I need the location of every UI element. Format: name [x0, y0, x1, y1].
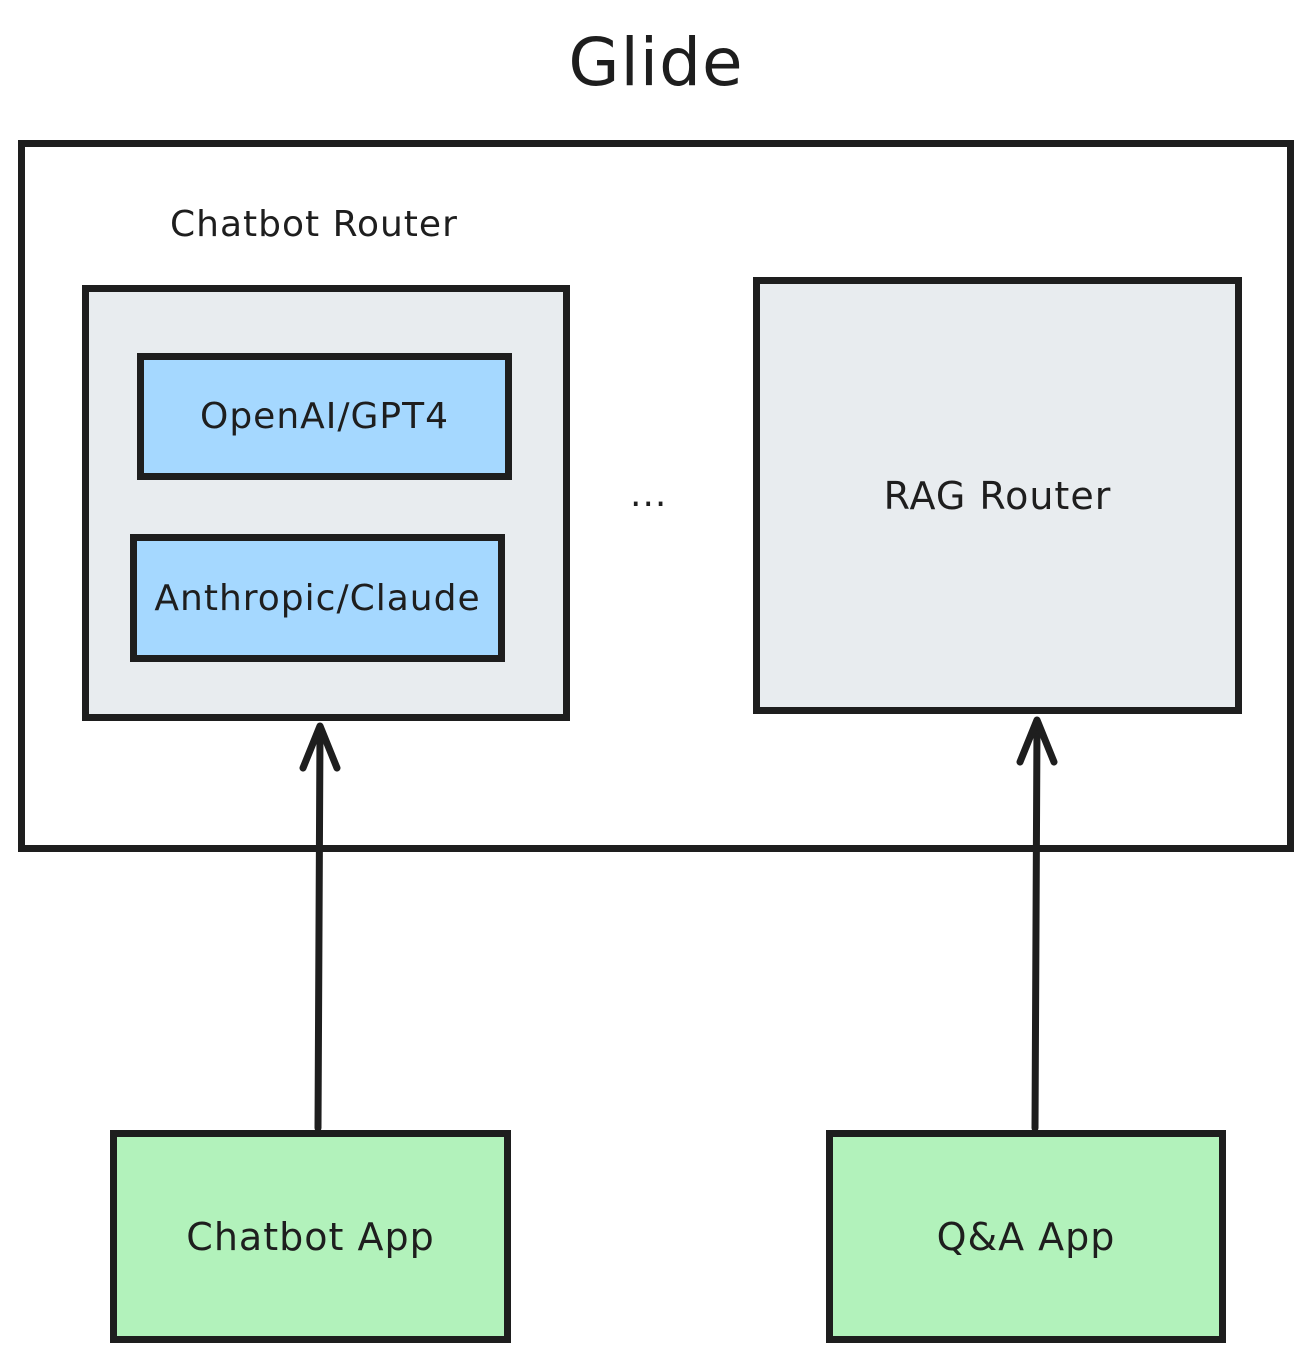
provider-openai-label: OpenAI/GPT4	[199, 396, 450, 437]
chatbot-app-box: Chatbot App	[110, 1130, 511, 1343]
diagram-title: Glide	[568, 24, 744, 101]
provider-anthropic-label: Anthropic/Claude	[154, 577, 481, 619]
chatbot-router-label: Chatbot Router	[170, 204, 458, 245]
more-routers-ellipsis: ...	[630, 474, 668, 515]
rag-router-label: RAG Router	[883, 473, 1112, 518]
provider-openai-box: OpenAI/GPT4	[137, 353, 512, 480]
qa-app-box: Q&A App	[826, 1130, 1226, 1343]
qa-app-label: Q&A App	[936, 1214, 1116, 1259]
provider-anthropic-box: Anthropic/Claude	[130, 534, 505, 662]
chatbot-app-label: Chatbot App	[186, 1214, 435, 1259]
rag-router-box: RAG Router	[753, 277, 1242, 714]
